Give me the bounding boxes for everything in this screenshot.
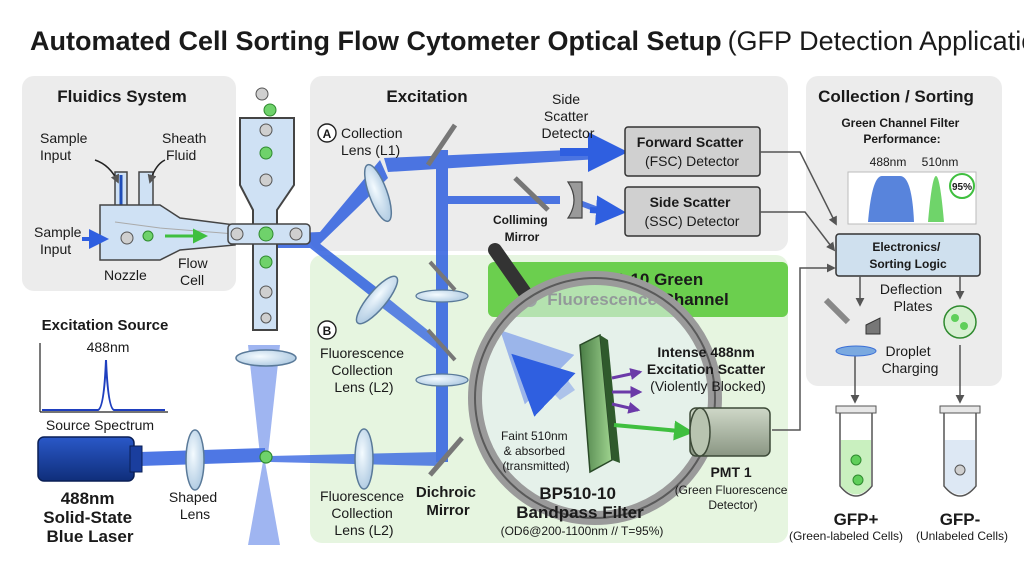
signal-lines	[760, 151, 965, 431]
sheath-fluid-label: Sheath Fluid	[162, 130, 210, 163]
droplet	[943, 305, 977, 339]
intense-scatter-label: Intense 488nm Excitation Scatter (Violen…	[647, 344, 769, 394]
splitter-mirror-upper	[428, 260, 457, 292]
band-510-label: 510nm	[922, 155, 959, 169]
collection-mirror	[425, 123, 458, 167]
excitation-peak-label: 488nm	[87, 339, 130, 355]
dichroic-mirror	[428, 436, 464, 477]
fluidics-heading: Fluidics System	[57, 87, 186, 106]
marker-a-text: A	[323, 127, 332, 141]
sample-input-left-label: Sample Input	[34, 224, 85, 257]
collection-lens-label: Collection Lens (L1)	[341, 125, 406, 158]
gfp-positive-tube	[835, 405, 877, 497]
gfp-positive-sublabel: (Green-labeled Cells)	[789, 529, 903, 543]
filter-spec-label: (OD6@200-1100nm // T=95%)	[501, 524, 664, 538]
fluorescence-lens-upper-label: Fluorescence Collection Lens (L2)	[320, 345, 408, 395]
marker-b	[317, 320, 337, 340]
dichroic-mirror-label: Dichroic Mirror	[416, 484, 480, 519]
shaped-lens-label: Shaped Lens	[169, 489, 221, 522]
beam-splitter-lower	[415, 373, 469, 387]
gfp-negative-tube	[939, 405, 981, 497]
blue-laser-body	[37, 436, 143, 482]
band-488-label: 488nm	[870, 155, 907, 169]
marker-a	[317, 123, 337, 143]
scatter-block-arrows	[611, 368, 643, 414]
fluorescence-lens-upper	[355, 275, 399, 325]
electronics-box	[835, 233, 981, 277]
sample-input-top-label: Sample Input	[40, 130, 91, 163]
page-title: Automated Cell Sorting Flow Cytometer Op…	[30, 26, 1024, 56]
collection-lens	[363, 163, 393, 223]
objective-lens	[235, 349, 297, 367]
charging-electrode	[835, 345, 877, 357]
droplet-charging-label: Droplet Charging	[882, 343, 939, 376]
colliming-mirror	[513, 176, 550, 212]
side-scatter-detector-label: Side Scatter Detector	[542, 91, 595, 141]
reflected-excitation-arrow	[511, 353, 576, 417]
excitation-source-heading: Excitation Source	[42, 317, 169, 334]
gfp-negative-sublabel: (Unlabeled Cells)	[916, 529, 1008, 543]
shaped-lens	[185, 429, 205, 491]
marker-b-text: B	[323, 324, 332, 338]
collection-heading: Collection / Sorting	[818, 87, 974, 106]
source-spectrum-plot	[39, 343, 168, 413]
side-scatter-detector	[566, 181, 583, 219]
nozzle-label: Nozzle	[104, 267, 147, 283]
fsc-detector-label: Forward Scatter (FSC) Detector	[637, 134, 747, 169]
electronics-label: Electronics/ Sorting Logic	[869, 240, 947, 271]
beam-splitter-upper	[415, 289, 469, 303]
pmt-detector	[689, 407, 771, 457]
ssc-detector-label: Side Scatter (SSC) Detector	[645, 194, 740, 229]
nozzle-assembly	[99, 171, 236, 261]
fluorescence-lens-lower	[354, 428, 374, 490]
deflection-plate	[823, 297, 851, 325]
gfp-negative-label: GFP-	[940, 510, 981, 529]
flow-cell-label: Flow Cell	[178, 255, 211, 288]
transmitted-green-arrow	[613, 420, 694, 441]
bandpass-filter-label: BP510-10 Bandpass Filter	[516, 484, 644, 522]
faint-transmitted-label: Faint 510nm & absorbed (transmitted)	[501, 429, 571, 473]
bandpass-filter	[579, 333, 620, 474]
colliming-mirror-label: Colliming Mirror	[493, 213, 551, 244]
splitter-mirror-lower	[426, 328, 457, 362]
interrogation-cell	[259, 450, 273, 464]
fluorescence-lens-lower-label: Fluorescence Collection Lens (L2)	[320, 488, 408, 538]
cells-in-stream	[230, 87, 303, 324]
sample-input-pointer	[94, 159, 120, 184]
sheath-fluid-pointer	[147, 159, 166, 184]
ssc-beam-arrow	[589, 195, 626, 226]
source-spectrum-caption: Source Spectrum	[46, 417, 154, 433]
transmission-badge	[949, 173, 975, 199]
transmission-value: 95%	[952, 182, 972, 193]
filter-performance-label: Green Channel Filter Performance:	[841, 116, 962, 146]
gfp-positive-label: GFP+	[834, 510, 879, 529]
laser-label: 488nm Solid-State Blue Laser	[43, 489, 137, 546]
excitation-heading: Excitation	[386, 87, 467, 106]
deflection-plates-label: Deflection Plates	[880, 281, 946, 314]
deflection-plate-holder	[865, 317, 881, 335]
pmt-label: PMT 1 (Green Fluorescence Detector)	[675, 464, 792, 512]
